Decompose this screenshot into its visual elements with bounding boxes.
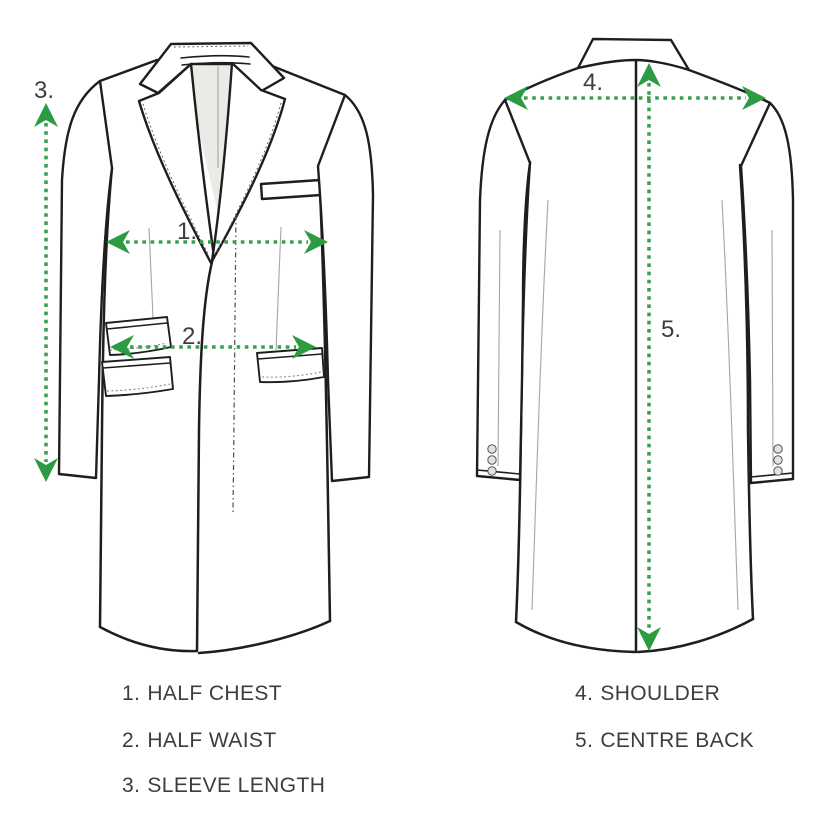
legend-item-centre-back: 5. CENTRE BACK (575, 729, 754, 753)
arrow-1-right-arrowhead-icon (304, 230, 328, 254)
front-left-shoulder-seam (98, 58, 159, 83)
legend-marker: 3. (122, 774, 141, 797)
left-hip-pocket-flap-texture (106, 383, 171, 392)
back-right-hem (636, 617, 755, 654)
front-opening-edge (195, 260, 214, 653)
left-cuff-button-2 (487, 455, 497, 465)
right-cuff-button-1 (773, 444, 783, 454)
back-right-sleeve-crease (771, 229, 774, 467)
back-left-hem (514, 620, 637, 654)
legend-label: SLEEVE LENGTH (147, 774, 326, 797)
right-hip-pocket-flap (256, 347, 325, 384)
back-right-cuff-line (750, 472, 794, 478)
back-left-sleeve (475, 98, 532, 482)
legend-marker: 4. (575, 682, 594, 705)
front-right-hem (197, 619, 332, 655)
back-right-body-edge (738, 163, 755, 621)
arrow-3-marker: 3. (34, 77, 54, 104)
legend-label: CENTRE BACK (600, 729, 755, 752)
right-cuff-button-2 (773, 455, 783, 465)
arrow-5-marker: 5. (661, 316, 681, 343)
measurement-arrow-sleeve-length: 3. (34, 77, 58, 482)
right-hip-pocket-flap-texture (261, 371, 322, 378)
left-hip-pocket-flap-seam (102, 362, 171, 369)
measurement-arrow-centre-back: 5. (637, 63, 681, 651)
back-right-panel-crease (721, 199, 739, 611)
legend-label: SHOULDER (600, 682, 721, 705)
collar-band-line-1 (180, 54, 250, 59)
left-lapel (137, 62, 216, 265)
front-left-sleeve (57, 79, 114, 480)
front-placket-stitch-line (232, 214, 237, 514)
legend-label: HALF CHEST (147, 682, 283, 705)
legend-label: HALF WAIST (147, 729, 277, 752)
ticket-pocket-flap-texture (109, 342, 168, 351)
legend-item-half-chest: 1. HALF CHEST (122, 682, 282, 706)
arrow-2-left-arrowhead-icon (110, 335, 134, 359)
legend-item-sleeve-length: 3. SLEEVE LENGTH (122, 774, 325, 798)
legend-marker: 1. (122, 682, 141, 705)
arrow-4-right-arrowhead-icon (742, 86, 766, 110)
arrow-2-right-arrowhead-icon (292, 335, 316, 359)
legend-marker: 5. (575, 729, 594, 752)
front-right-shoulder-seam (260, 60, 347, 97)
front-left-hem (98, 625, 199, 653)
arrow-3-top-arrowhead-icon (34, 103, 58, 127)
right-lapel (210, 61, 287, 263)
arrow-1-left-arrowhead-icon (106, 230, 130, 254)
coat-front-view (57, 41, 375, 655)
measurement-arrow-half-chest: 1. (106, 218, 328, 254)
legend-item-half-waist: 2. HALF WAIST (122, 729, 277, 753)
arrow-3-bottom-arrowhead-icon (34, 458, 58, 482)
ticket-pocket-flap-seam (106, 322, 168, 330)
back-collar (576, 37, 691, 72)
legend-marker: 2. (122, 729, 141, 752)
legend-item-shoulder: 4. SHOULDER (575, 682, 720, 706)
arrow-1-marker: 1. (177, 218, 197, 245)
front-right-sleeve (316, 93, 375, 483)
measurement-arrow-half-waist: 2. (110, 323, 316, 359)
measurement-arrow-shoulder: 4. (504, 69, 766, 110)
back-right-shoulder-seam (687, 68, 772, 105)
arrow-2-marker: 2. (182, 323, 202, 350)
front-right-panel-seam (275, 226, 282, 351)
collar-stitching (173, 45, 249, 48)
coat-back-view (475, 37, 795, 654)
back-right-sleeve (739, 101, 795, 485)
right-cuff-button-3 (773, 466, 783, 476)
arrow-4-left-arrowhead-icon (504, 86, 528, 110)
back-left-panel-crease (531, 199, 549, 611)
arrow-5-top-arrowhead-icon (637, 63, 661, 87)
chest-welt-pocket (259, 178, 323, 201)
back-left-cuff-line (476, 469, 521, 475)
front-left-panel-seam (148, 227, 154, 319)
left-cuff-button-1 (487, 444, 497, 454)
right-hip-pocket-flap-seam (257, 353, 323, 360)
arrow-5-bottom-arrowhead-icon (637, 627, 661, 651)
arrow-4-marker: 4. (583, 69, 603, 96)
back-left-sleeve-crease (497, 229, 501, 467)
left-cuff-button-3 (487, 466, 497, 476)
